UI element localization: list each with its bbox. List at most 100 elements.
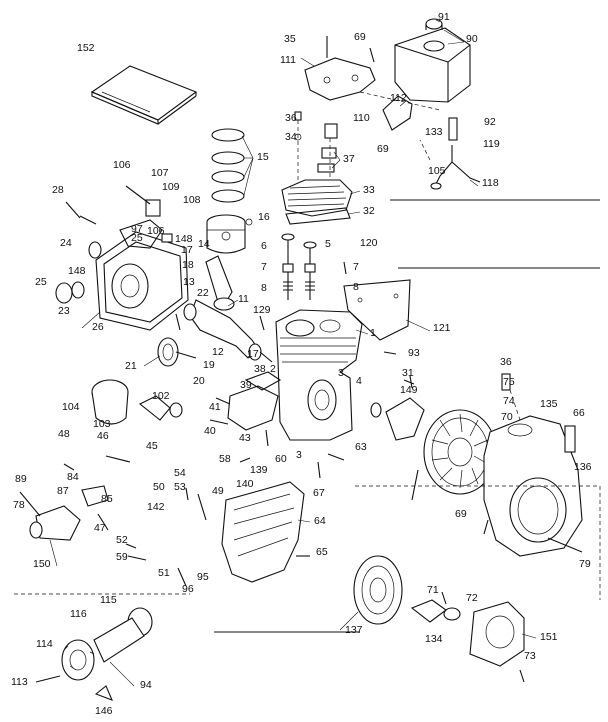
- oil-base: [221, 481, 305, 583]
- part-callout-1: 1: [370, 327, 376, 339]
- crank-gear: [157, 337, 197, 367]
- rewind-strip: [547, 537, 583, 553]
- part-callout-118: 118: [482, 177, 499, 189]
- part-callout-103: 103: [93, 418, 111, 430]
- part-callout-102: 102: [152, 390, 170, 402]
- part-callout-129: 129: [253, 304, 271, 316]
- part-callout-64: 64: [314, 515, 326, 527]
- part-callout-63: 63: [355, 441, 367, 453]
- manual-booklet: [90, 65, 198, 125]
- part-callout-35: 35: [284, 33, 296, 45]
- fuel-line: [419, 117, 481, 190]
- part-callout-151: 151: [540, 631, 558, 643]
- part-callout-67: 67: [313, 487, 325, 499]
- tank-bracket: [304, 36, 376, 101]
- crankcase-cover: [88, 219, 189, 331]
- part-callout-54: 54: [174, 467, 186, 479]
- part-callout-108: 108: [183, 194, 201, 206]
- part-callout-58: 58: [219, 453, 231, 465]
- part-callout-2: 2: [270, 363, 276, 375]
- part-callout-109: 109: [162, 181, 180, 193]
- part-callout-46: 46: [97, 430, 109, 442]
- governor-parts: [125, 185, 173, 243]
- part-callout-94: 94: [140, 679, 152, 691]
- rewind-starter: [469, 601, 525, 683]
- part-callout-5: 5: [325, 238, 331, 250]
- part-callout-38: 38: [254, 363, 266, 375]
- part-callout-50: 50: [153, 481, 165, 493]
- part-callout-71: 71: [427, 584, 439, 596]
- part-callout-12: 12: [212, 346, 224, 358]
- part-callout-112: 112: [390, 92, 407, 104]
- part-callout-36: 36: [500, 356, 512, 368]
- air-cleaner: [91, 379, 183, 425]
- part-callout-95: 95: [197, 571, 209, 583]
- rotating-screen: [353, 555, 403, 625]
- connecting-rod: [205, 255, 235, 311]
- part-callout-11: 11: [238, 293, 249, 305]
- part-callout-52: 52: [116, 534, 128, 546]
- flywheel-side-seal: [370, 379, 425, 441]
- part-callout-25: 25: [131, 232, 143, 244]
- part-callout-7: 7: [261, 261, 267, 273]
- part-callout-92: 92: [484, 116, 496, 128]
- part-callout-24: 24: [60, 237, 72, 249]
- part-callout-13: 13: [183, 276, 195, 288]
- part-callout-36: 36: [285, 112, 297, 124]
- part-callout-17: 17: [247, 348, 259, 360]
- starter-clutch: [410, 599, 461, 623]
- starter-group-frame: [355, 485, 601, 600]
- part-callout-78: 78: [13, 499, 25, 511]
- part-callout-115: 115: [100, 594, 117, 606]
- part-callout-4: 4: [356, 375, 362, 387]
- leader-lines: [49, 19, 537, 687]
- part-callout-105: 105: [428, 165, 446, 177]
- muffler: [35, 607, 153, 701]
- part-callout-25: 25: [35, 276, 47, 288]
- part-callout-47: 47: [94, 522, 106, 534]
- part-callout-60: 60: [275, 453, 287, 465]
- part-callout-20: 20: [193, 375, 205, 387]
- part-callout-69: 69: [354, 31, 366, 43]
- part-callout-111: 111: [280, 54, 296, 66]
- part-callout-110: 110: [353, 112, 370, 124]
- part-callout-40: 40: [204, 425, 216, 437]
- part-callout-146: 146: [95, 705, 113, 717]
- part-callout-8: 8: [353, 281, 359, 293]
- part-callout-53: 53: [174, 481, 186, 493]
- part-callout-79: 79: [579, 558, 591, 570]
- part-callout-135: 135: [540, 398, 558, 410]
- part-callout-48: 48: [58, 428, 70, 440]
- part-callout-19: 19: [203, 359, 215, 371]
- part-callout-91: 91: [438, 11, 450, 23]
- part-callout-39: 39: [240, 379, 252, 391]
- valves: [281, 233, 317, 300]
- tank-strap: [382, 95, 413, 131]
- part-callout-85: 85: [101, 493, 113, 505]
- part-callout-14: 14: [198, 238, 210, 250]
- part-callout-21: 21: [125, 360, 137, 372]
- part-callout-51: 51: [158, 567, 170, 579]
- part-callout-22: 22: [197, 287, 209, 299]
- part-callout-139: 139: [250, 464, 268, 476]
- cylinder-baffle: [343, 279, 411, 341]
- part-callout-18: 18: [182, 259, 194, 271]
- piston-rings: [211, 128, 245, 203]
- part-callout-73: 73: [524, 650, 536, 662]
- part-callout-74: 74: [503, 395, 515, 407]
- small-hardware: [65, 201, 489, 605]
- part-callout-93: 93: [408, 347, 420, 359]
- part-callout-104: 104: [62, 401, 80, 413]
- part-callout-107: 107: [151, 167, 169, 179]
- part-callout-84: 84: [67, 471, 79, 483]
- part-callout-116: 116: [70, 608, 87, 620]
- part-callout-15: 15: [257, 151, 269, 163]
- carburetor: [209, 371, 282, 431]
- oil-seals: [55, 215, 97, 304]
- flywheel: [411, 409, 497, 501]
- part-callout-37: 37: [343, 153, 355, 165]
- part-callout-137: 137: [345, 624, 363, 636]
- part-callout-66: 66: [573, 407, 585, 419]
